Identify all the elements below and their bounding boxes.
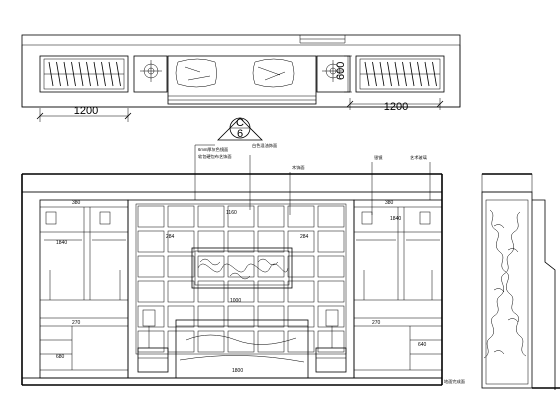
headboard-wall: 284 284 1000 1160 — [127, 199, 355, 379]
wall-panel — [167, 205, 195, 228]
wall-panel — [257, 205, 285, 228]
callouts: 6mm厚灰色镜面 软包硬包布艺饰面 白色混油饰面 木饰面 银镜 艺术玻璃 — [194, 142, 431, 215]
wall-panel — [287, 305, 315, 328]
floor-note: 地面完成面 — [444, 378, 465, 385]
plan-left-wardrobe — [39, 55, 129, 93]
side-section — [481, 173, 560, 390]
wall-panel — [137, 330, 165, 353]
wall-panel — [257, 255, 285, 278]
plan-right-wardrobe — [355, 55, 445, 93]
section-marker-letter: C — [236, 117, 244, 129]
bed-width-dim: 1800 — [232, 368, 243, 374]
wall-panel — [137, 255, 165, 278]
panel-height-dim: 1000 — [230, 298, 241, 304]
wall-panel — [257, 330, 285, 353]
mirror-right-dim: 284 — [300, 234, 309, 240]
wall-panel — [257, 230, 285, 253]
callout-3: 白色混油饰面 — [252, 142, 277, 149]
callout-4: 木饰面 — [292, 164, 305, 171]
right-base-dim: 640 — [418, 342, 427, 348]
wall-panel — [287, 255, 315, 278]
elevation-view: 6mm厚灰色镜面 软包硬包布艺饰面 白色混油饰面 木饰面 银镜 艺术玻璃 380… — [21, 142, 465, 386]
callout-2: 软包硬包布艺饰面 — [198, 153, 232, 160]
plan-left-dimension: 1200 — [36, 105, 132, 122]
plan-right-depth-text: 600 — [335, 62, 347, 80]
wall-panel — [167, 330, 195, 353]
wall-panel — [287, 330, 315, 353]
right-nightstand-elevation — [315, 309, 347, 373]
plan-right-nightstand — [316, 55, 351, 93]
plan-right-dim-text: 1200 — [384, 101, 408, 113]
plan-bed — [167, 55, 317, 105]
wall-panel — [197, 205, 225, 228]
plan-left-nightstand — [133, 55, 168, 93]
left-cab-height: 1840 — [56, 240, 67, 246]
section-marker: C 6 — [217, 117, 263, 141]
wall-panel — [317, 205, 345, 228]
dim-top-right: 380 — [385, 200, 394, 206]
bed-elevation: 1800 — [175, 319, 309, 379]
wall-panel — [227, 230, 255, 253]
wall-panel — [227, 205, 255, 228]
left-nightstand-elevation — [137, 309, 169, 373]
plan-view: 1200 1200 600 — [21, 34, 461, 122]
wall-panel — [227, 305, 255, 328]
dim-top-left: 380 — [72, 200, 81, 206]
right-cab-height: 1840 — [390, 216, 401, 222]
wall-panel — [287, 230, 315, 253]
wall-panel — [137, 280, 165, 303]
wall-panel — [197, 305, 225, 328]
center-width-dim: 1160 — [226, 210, 237, 216]
wall-panel — [167, 305, 195, 328]
callout-5: 银镜 — [374, 154, 383, 161]
callout-6: 艺术玻璃 — [410, 154, 427, 161]
wall-panel — [227, 330, 255, 353]
wall-panel — [257, 280, 285, 303]
left-base-dim: 680 — [56, 354, 65, 360]
wall-panel — [167, 230, 195, 253]
wall-panel — [287, 280, 315, 303]
callout-1: 6mm厚灰色镜面 — [198, 146, 228, 153]
wall-panel — [197, 280, 225, 303]
wall-panel — [137, 205, 165, 228]
wall-panel — [227, 280, 255, 303]
wall-panel — [197, 330, 225, 353]
wall-panel — [197, 230, 225, 253]
left-desk-dim: 270 — [72, 320, 81, 326]
wall-panel — [167, 255, 195, 278]
plan-left-dim-text: 1200 — [74, 105, 98, 117]
wall-panel — [317, 280, 345, 303]
mirror-left-dim: 284 — [166, 234, 175, 240]
left-wardrobe: 1840 270 680 — [39, 199, 129, 379]
wall-panel — [167, 280, 195, 303]
wall-panel — [257, 305, 285, 328]
wall-panel — [197, 255, 225, 278]
wall-panel — [317, 305, 345, 328]
section-marker-number: 6 — [237, 128, 243, 140]
wall-panel — [287, 205, 315, 228]
wall-panel — [317, 330, 345, 353]
right-wardrobe: 1840 270 640 — [353, 199, 443, 379]
wall-panel — [317, 255, 345, 278]
plan-right-dimension: 1200 600 — [335, 55, 444, 113]
wall-panel — [137, 230, 165, 253]
right-desk-dim: 270 — [372, 320, 381, 326]
wall-panel — [137, 305, 165, 328]
wall-panel — [317, 230, 345, 253]
